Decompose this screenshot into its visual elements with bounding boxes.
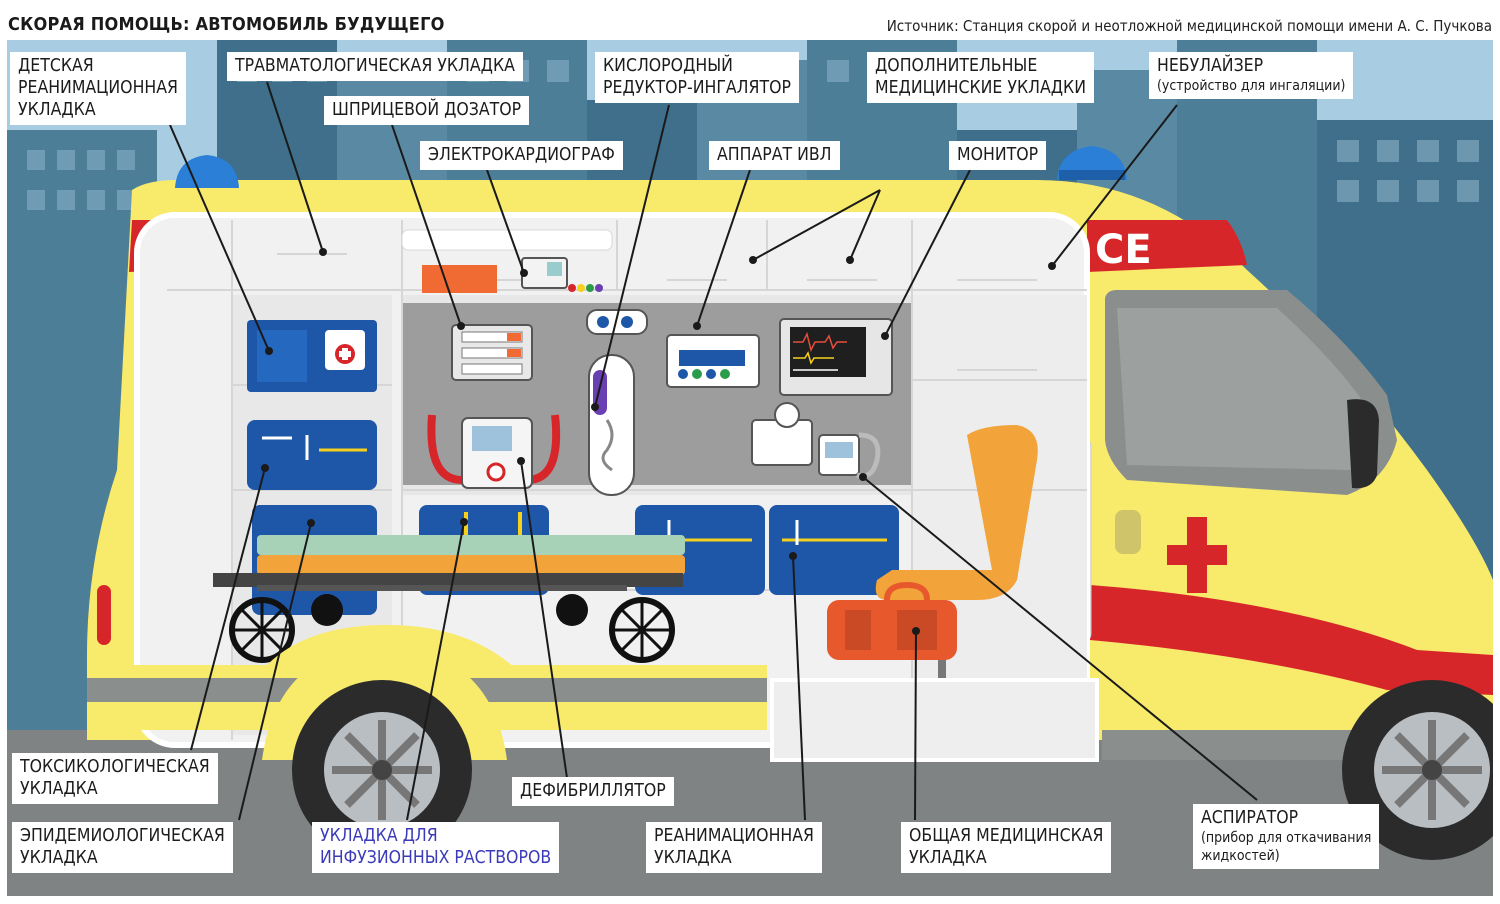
resus-case [769,505,899,595]
red-cross-icon [1167,517,1227,593]
side-mirror [1347,399,1379,489]
ecg-leads [568,284,603,292]
orange-kit [422,265,497,293]
ambulance-illustration: CE [7,40,1493,896]
label-child-resus-kit: ДЕТСКАЯ РЕАНИМАЦИОННАЯ УКЛАДКА [10,52,186,125]
label-aspirator: АСПИРАТОР (прибор для откачивания жидкос… [1193,804,1380,869]
toxic-case [247,420,377,490]
ventilator-icon [666,334,760,388]
rear-beacon-icon [175,155,239,188]
label-resuscitation-kit: РЕАНИМАЦИОННАЯ УКЛАДКА [646,822,822,873]
label-toxicology-kit: ТОКСИКОЛОГИЧЕСКАЯ УКЛАДКА [12,753,218,804]
leader-lines [169,81,1258,821]
page-title: СКОРАЯ ПОМОЩЬ: АВТОМОБИЛЬ БУДУЩЕГО [8,14,445,35]
label-epidemiology-kit: ЭПИДЕМИОЛОГИЧЕСКАЯ УКЛАДКА [12,822,233,873]
label-general-kit: ОБЩАЯ МЕДИЦИНСКАЯ УКЛАДКА [901,822,1112,873]
stretcher [213,535,685,663]
patient-monitor-icon [779,318,893,396]
label-nebulizer: НЕБУЛАЙЗЕР (устройство для ингаляции) [1149,52,1354,99]
source-note: Источник: Станция скорой и неотложной ме… [886,17,1492,35]
door-step [770,678,1099,762]
oxygen-inhaler-icon [586,309,648,496]
label-extra-kits: ДОПОЛНИТЕЛЬНЫЕ МЕДИЦИНСКИЕ УКЛАДКИ [867,52,1094,103]
defibrillator-icon [427,414,561,489]
side-lettering: CE [1095,227,1152,273]
label-infusion-kit: УКЛАДКА ДЛЯ ИНФУЗИОННЫХ РАСТВОРОВ [312,822,560,873]
label-monitor: МОНИТОР [949,141,1047,170]
rear-light [97,585,111,645]
label-syringe-pump: ШПРИЦЕВОЙ ДОЗАТОР [324,96,530,125]
label-ecg: ЭЛЕКТРОКАРДИОГРАФ [420,141,623,170]
label-trauma-kit: ТРАВМАТОЛОГИЧЕСКАЯ УКЛАДКА [227,52,523,81]
door-handle [1115,510,1141,554]
label-ventilator: АППАРАТ ИВЛ [709,141,840,170]
front-wheel [1342,680,1493,860]
label-oxygen-inhaler: КИСЛОРОДНЫЙ РЕДУКТОР-ИНГАЛЯТОР [595,52,799,103]
front-stripe-upper [1087,220,1247,272]
syringe-pump-icon [451,324,533,381]
front-stripe-lower [1090,585,1493,695]
label-defibrillator: ДЕФИБРИЛЛЯТОР [512,777,674,806]
